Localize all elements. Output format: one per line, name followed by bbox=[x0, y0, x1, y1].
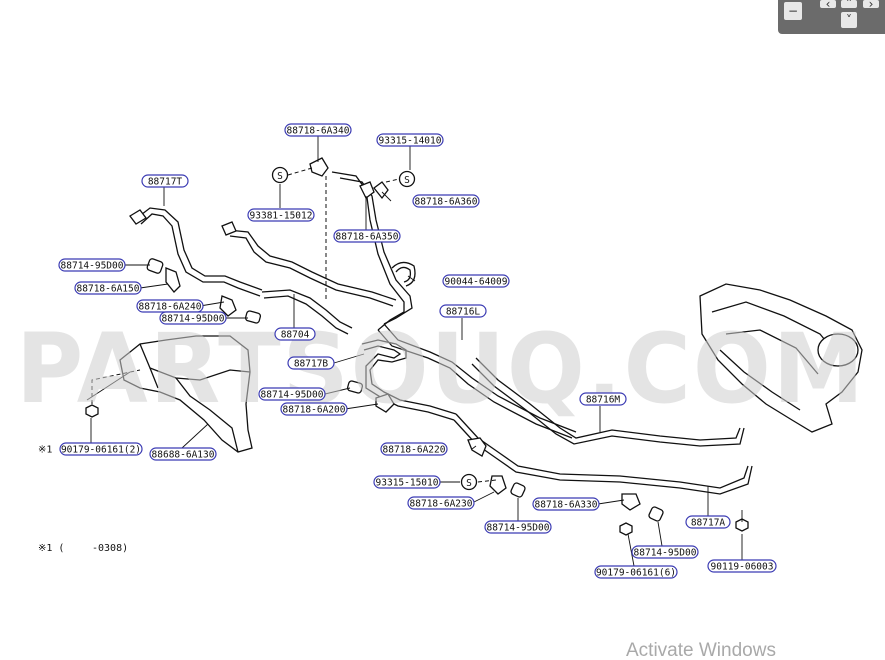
s-symbol-1: S bbox=[277, 171, 283, 182]
part-label[interactable]: 88718-6A240 bbox=[136, 299, 204, 313]
zoom-out-button[interactable]: − bbox=[784, 2, 802, 20]
svg-text:88718-6A360: 88718-6A360 bbox=[415, 197, 478, 208]
svg-text:90119-06003: 90119-06003 bbox=[711, 562, 774, 573]
svg-text:88718-6A150: 88718-6A150 bbox=[77, 284, 140, 295]
svg-text:88714-95D00: 88714-95D00 bbox=[162, 314, 225, 325]
svg-text:88718-6A340: 88718-6A340 bbox=[287, 126, 350, 137]
footnote-range: -0308) bbox=[92, 543, 128, 554]
svg-text:90044-64009: 90044-64009 bbox=[445, 277, 508, 288]
clamps bbox=[146, 157, 664, 522]
svg-text:88718-6A200: 88718-6A200 bbox=[283, 405, 346, 416]
svg-text:88714-95D00: 88714-95D00 bbox=[61, 261, 124, 272]
part-label[interactable]: 88718-6A340 bbox=[284, 123, 352, 137]
reference-lines bbox=[91, 167, 497, 483]
part-label[interactable]: 88714-95D00 bbox=[159, 311, 227, 325]
tube-88717t bbox=[129, 207, 263, 297]
svg-text:88716M: 88716M bbox=[586, 395, 621, 406]
svg-text:88717A: 88717A bbox=[691, 518, 726, 529]
part-label[interactable]: 88718-6A220 bbox=[380, 442, 448, 456]
tube-88704 bbox=[221, 221, 397, 335]
part-label[interactable]: 90044-64009 bbox=[442, 274, 510, 288]
svg-text:90179-06161(6): 90179-06161(6) bbox=[596, 568, 676, 579]
part-label[interactable]: 88714-95D00 bbox=[258, 387, 326, 401]
shroud bbox=[119, 335, 253, 453]
s-symbols: S S S bbox=[271, 166, 478, 491]
part-label[interactable]: 88718-6A150 bbox=[74, 281, 142, 295]
part-label[interactable]: 88717A bbox=[685, 515, 731, 529]
pan-left-button[interactable]: ‹ bbox=[820, 0, 836, 10]
watermark: PARTSOUQ.COM bbox=[16, 313, 866, 425]
tube-88717a bbox=[453, 413, 753, 495]
svg-text:88718-6A240: 88718-6A240 bbox=[139, 302, 202, 313]
part-label[interactable]: 88718-6A330 bbox=[532, 497, 600, 511]
svg-text:88718-6A330: 88718-6A330 bbox=[535, 500, 598, 511]
part-label[interactable]: 93315-14010 bbox=[376, 133, 444, 147]
part-label[interactable]: 88717B bbox=[287, 356, 335, 370]
activate-windows-text: Activate Windows bbox=[626, 640, 776, 660]
svg-text:88717B: 88717B bbox=[294, 359, 329, 370]
svg-text:88718-6A350: 88718-6A350 bbox=[336, 232, 399, 243]
part-label[interactable]: 88717T bbox=[141, 174, 189, 188]
part-label[interactable]: 90119-06003 bbox=[707, 559, 777, 573]
note-marker: ※1 bbox=[38, 445, 52, 456]
tube-88716m bbox=[471, 357, 745, 447]
svg-text:88714-95D00: 88714-95D00 bbox=[634, 548, 697, 559]
svg-text:88718-6A220: 88718-6A220 bbox=[383, 445, 446, 456]
part-label[interactable]: 88714-95D00 bbox=[631, 545, 699, 559]
part-label[interactable]: 88716M bbox=[579, 392, 627, 406]
s-symbol-2: S bbox=[404, 175, 410, 186]
pan-down-button[interactable]: ˅ bbox=[841, 12, 857, 28]
svg-text:90179-06161(2): 90179-06161(2) bbox=[61, 445, 141, 456]
svg-text:88717T: 88717T bbox=[148, 177, 183, 188]
bolts bbox=[85, 404, 749, 536]
svg-text:88688-6A130: 88688-6A130 bbox=[152, 450, 215, 461]
part-label[interactable]: 88718-6A350 bbox=[333, 229, 401, 243]
part-label[interactable]: 88704 bbox=[274, 327, 316, 341]
footnote-prefix: ※1 ( bbox=[38, 543, 64, 554]
part-labels: 88718-6A340 93315-14010 88717T 93381-150… bbox=[58, 123, 777, 579]
part-label[interactable]: 88718-6A200 bbox=[280, 402, 348, 416]
part-label[interactable]: 90179-06161(6) bbox=[594, 565, 678, 579]
engine-outline bbox=[699, 283, 863, 433]
pan-right-button[interactable]: › bbox=[863, 0, 879, 10]
part-label[interactable]: 93315-15010 bbox=[373, 475, 441, 489]
tube-88717b bbox=[361, 339, 457, 421]
viewer-controls: − ‹ ˄ › ˅ bbox=[778, 0, 885, 34]
part-label[interactable]: 88718-6A360 bbox=[412, 194, 480, 208]
part-label[interactable]: 93381-15012 bbox=[247, 208, 315, 222]
svg-text:88718-6A230: 88718-6A230 bbox=[410, 499, 473, 510]
pan-up-button[interactable]: ˄ bbox=[841, 0, 857, 10]
svg-text:93315-14010: 93315-14010 bbox=[379, 136, 442, 147]
part-label[interactable]: 88714-95D00 bbox=[58, 258, 126, 272]
svg-text:93381-15012: 93381-15012 bbox=[250, 211, 313, 222]
svg-text:88704: 88704 bbox=[281, 330, 310, 341]
part-label[interactable]: 88718-6A230 bbox=[407, 496, 475, 510]
part-label[interactable]: 88688-6A130 bbox=[149, 447, 217, 461]
s-symbol-3: S bbox=[466, 478, 472, 489]
svg-text:93315-15010: 93315-15010 bbox=[376, 478, 439, 489]
part-label[interactable]: 88716L bbox=[439, 304, 487, 318]
part-label[interactable]: 88714-95D00 bbox=[484, 520, 552, 534]
part-label[interactable]: 90179-06161(2) bbox=[59, 442, 143, 456]
svg-text:88716L: 88716L bbox=[446, 307, 481, 318]
leader-lines bbox=[86, 136, 743, 567]
svg-text:88714-95D00: 88714-95D00 bbox=[487, 523, 550, 534]
svg-text:88714-95D00: 88714-95D00 bbox=[261, 390, 324, 401]
